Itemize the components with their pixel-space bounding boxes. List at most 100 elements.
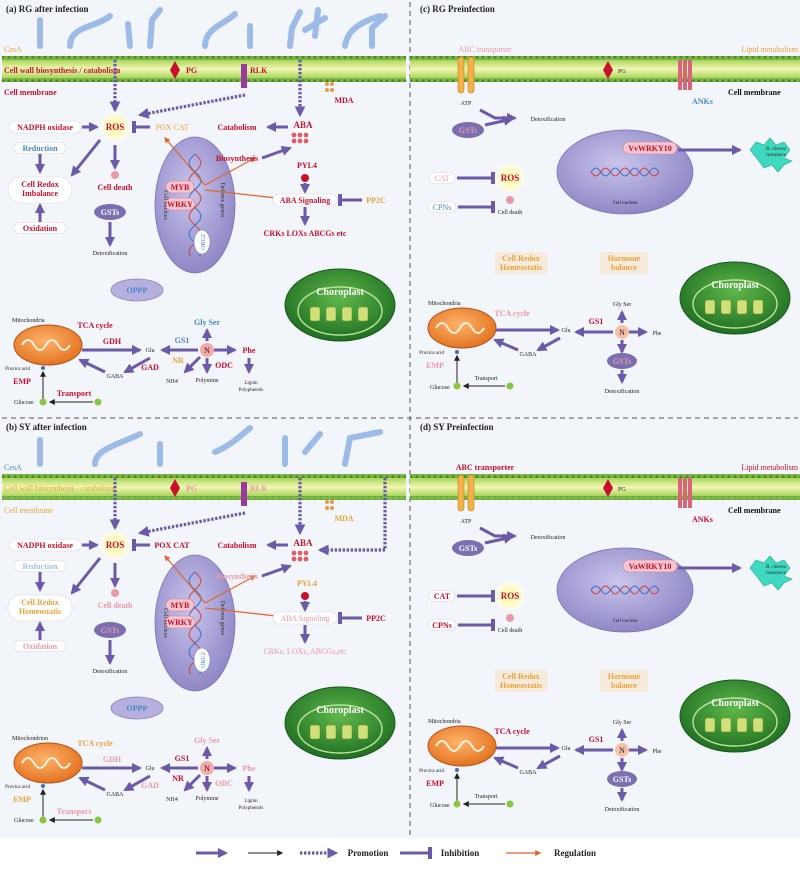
a-nh4-label: NH4 [166,379,178,385]
b-hypha-6 [302,431,323,455]
a-mda-dot-1 [325,82,329,86]
b-arrow-rlk-ros [137,511,246,537]
a-org2-label: ORG2 [201,234,207,250]
a-hypha-10 [342,13,383,49]
b-arrow-gaba-tca [78,776,106,792]
d-emp-label: EMP [426,779,444,788]
b-catabolism-label: Catabolism [217,541,256,550]
c-chloroplast [679,261,791,335]
a-aba-dot-1 [291,132,297,138]
a-nadph-label: NADPH oxidase [17,123,73,132]
b-gsts-label: GSTs [101,626,119,635]
b-redox-label-line-2: Homeostatis [19,607,61,616]
c-cat-pill [428,172,456,184]
b-detox-label: Detoxification [93,668,128,675]
a-redox-label-line-2: Imbalance [22,189,58,198]
d-phe-label: Phe [653,749,662,755]
a-pyl4-dot [301,174,309,182]
c-wrky10-pill [622,141,678,155]
d-cristae [435,740,485,752]
b-gad-label: GAD [141,781,159,790]
c-bcinerea-label-line-1: B. cinerea [766,147,787,152]
a-gs1-label: GS1 [175,336,190,345]
d-redox-label-line-2: Homeostatis [500,681,542,690]
d-ank-bar-1 [678,478,682,508]
b-transport-label: Transport [57,807,92,816]
a-pp2c-label: PP2C [366,196,386,205]
a-arrow-rlk-ros [137,93,246,119]
d-gs1-label: GS1 [589,735,604,744]
c-detox-label: Detoxification [531,116,566,123]
b-gdh-label: GDH [103,755,122,764]
d-gsts-blob [452,540,484,556]
a-thylakoid-1 [309,306,321,322]
d-chloroplast [679,679,791,753]
d-glu-label: Glu [562,746,571,752]
a-glucose-dot-in [39,398,47,406]
a-wrky-pill [164,197,196,211]
c-redox-label-line-1: Cell Redox [502,254,540,263]
d-glucose-dot-in [453,800,461,808]
b-pyl4-dot [301,592,309,600]
c-cristae [435,322,485,334]
a-chloroplast [284,268,396,342]
b-oxidation-pill [13,640,67,652]
c-cpns-label: CPNs [433,203,452,212]
c-abc-left [457,56,465,94]
b-arrow-glu-gaba [123,774,151,792]
c-arrow-gsts-detox [484,115,514,127]
b-reduction-pill [13,560,67,572]
b-arrow-n-nh4 [183,773,202,792]
c-n-node [615,325,629,339]
b-panel-title: (b) SY after infection [6,422,87,432]
d-thylakoid-4 [752,717,764,733]
c-glucose-label: Glucose [430,385,450,391]
d-gsts-label: GSTs [459,544,477,553]
c-lipid-label: Lipid metabolism [741,45,798,54]
d-abc-right [467,474,475,512]
a-myb-label: MYB [171,183,190,192]
c-ank-bar-1 [678,60,682,90]
b-nh4-label: NH4 [166,797,178,803]
b-rlk-receptor [241,482,247,506]
b-mda-dot-2 [330,500,334,504]
b-oxidation-label: Oxidation [23,642,58,651]
b-biosynthesis-label: Biosynthesis [216,572,258,581]
a-oppp-label: OPPP [127,286,148,295]
d-arrow-gsts-detox [484,533,514,545]
d-lipid-label: Lipid metabolism [741,463,798,472]
d-tca-label: TCA cycle [494,727,530,736]
a-redox-label-line-1: Cell Redox [21,180,59,189]
a-mda-dot-3 [325,88,329,92]
c-chloroplast-label: Choroplast [711,280,759,291]
b-nr-label: NR [172,774,184,783]
c-chloroplast-inner [692,279,778,329]
b-aba-label: ABA [293,538,313,548]
c-tca-label: TCA cycle [494,309,530,318]
a-panel-title: (a) RG after infection [6,4,89,14]
a-membrane-core [2,60,406,78]
d-hormone-label-line-1: Hormone [608,672,641,681]
d-cell-membrane-label: Cell membrane [728,506,781,515]
a-oxidation-label: Oxidation [23,224,58,233]
a-mitochondrion [13,324,83,366]
b-myb-label: MYB [171,601,190,610]
b-abasig-pill [272,611,338,625]
b-mda-dot-1 [325,500,329,504]
b-thylakoid-4 [357,724,369,740]
a-reg-tf-abasig [204,189,287,202]
c-abc-right [467,56,475,94]
a-nr-label: NR [172,356,184,365]
a-nadph-pill [8,120,82,134]
b-membrane-top [2,474,406,478]
a-pyruvic-dot [41,366,45,370]
a-hypha-5 [202,11,238,49]
d-atp-label: ATP [461,519,472,525]
b-mito-label: Mitochondrion [12,736,48,742]
d-n-label: N [619,746,625,755]
d-dna-helix [590,585,660,595]
d-abc-left [457,474,465,512]
